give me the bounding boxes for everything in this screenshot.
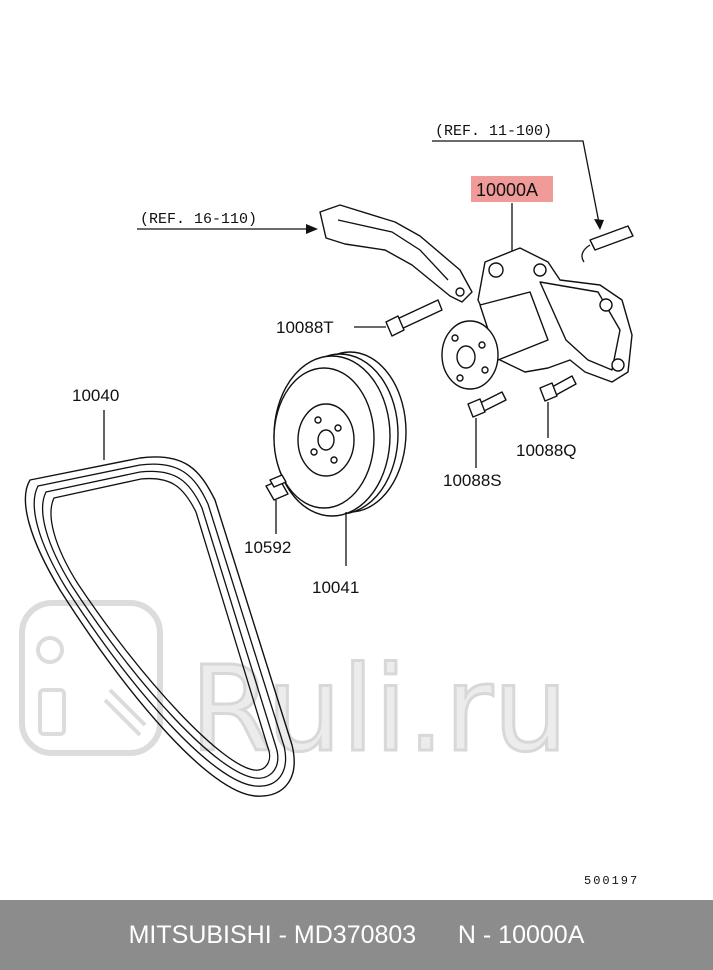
watermark-lamp-icon (36, 636, 64, 664)
sensor-part (581, 225, 634, 263)
diagram-code: 500197 (584, 874, 639, 888)
belt-label: 10040 (72, 386, 119, 405)
footer-bar: MITSUBISHI - MD370803 N - 10000A (0, 900, 713, 970)
watermark: Ruli.ru (19, 600, 569, 780)
parts-diagram: Ruli.ru (REF. 11-100) 10000A (REF. 16-11… (19, 123, 639, 888)
footer-part-number: MD370803 (293, 920, 417, 949)
ref-16-110-label: (REF. 16-110) (140, 211, 257, 228)
bracket-hole (455, 287, 465, 297)
water-pump-part (441, 247, 633, 390)
pulley-part (273, 351, 407, 517)
bolt-10088t-part (385, 299, 443, 337)
bolt-10088s-label: 10088S (443, 471, 502, 490)
bolt-10088s-part (467, 391, 507, 418)
ref-11-100-label: (REF. 11-100) (435, 123, 552, 140)
watermark-spring-icon (103, 688, 147, 737)
main-part-label: 10000A (476, 180, 538, 200)
ref-11-arrow-icon (594, 219, 604, 230)
belt-part (24, 456, 295, 797)
footer-gap (416, 921, 458, 950)
bracket-part (319, 204, 473, 303)
ref-16-arrow-icon (306, 224, 318, 234)
watermark-text: Ruli.ru (190, 640, 568, 778)
bolt-10088t-label: 10088T (276, 318, 334, 337)
bolt-10592-part (265, 474, 289, 501)
watermark-oil-icon (38, 688, 66, 736)
footer-separator: - (271, 920, 294, 949)
footer-brand: MITSUBISHI (128, 920, 272, 949)
bolt-10592-label: 10592 (244, 538, 291, 557)
bracket-edge (337, 219, 449, 281)
main-part-highlight (471, 176, 553, 202)
bolt-10088q-label: 10088Q (516, 441, 577, 460)
footer-position: N - 10000A (457, 920, 585, 949)
ref-11-leader (432, 140, 601, 229)
bolt-10088q-part (539, 375, 577, 402)
pulley-label: 10041 (312, 578, 359, 597)
